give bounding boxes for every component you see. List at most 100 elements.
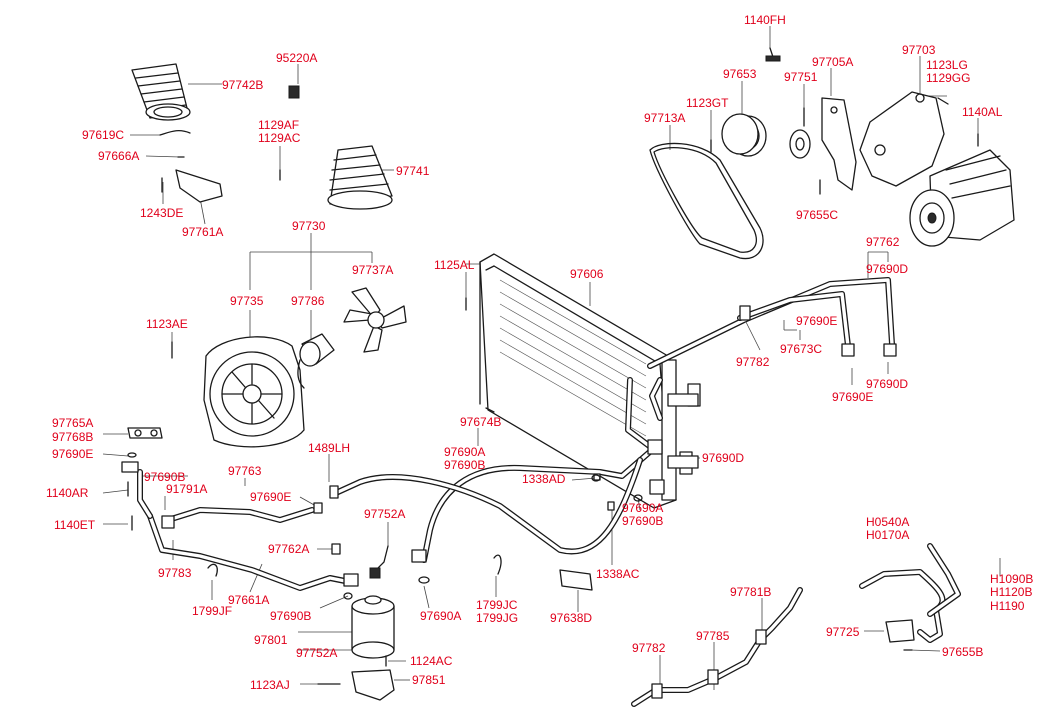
label-97851: 97851	[412, 673, 446, 687]
bracket-97761a	[175, 169, 223, 203]
label-1123lg: 1123LG	[926, 58, 968, 72]
label-97762a: 97762A	[268, 542, 309, 556]
tensioner-97751	[789, 107, 811, 159]
label-97690e-r2: 97690E	[832, 390, 873, 404]
label-h1190: H1190	[990, 599, 1025, 613]
label-97782-b: 97782	[632, 641, 666, 655]
label-1338ac: 1338AC	[596, 567, 640, 581]
label-97713a: 97713A	[644, 111, 685, 125]
label-97690e-l: 97690E	[52, 447, 93, 461]
label-97690b-c: 97690B	[622, 514, 663, 528]
label-97690b-b: 97690B	[270, 609, 311, 623]
label-1799jf: 1799JF	[192, 604, 232, 618]
label-97690d-2: 97690D	[866, 377, 908, 391]
receiver-drier-97801	[351, 595, 395, 659]
fan-shroud-97735	[203, 336, 305, 448]
label-97735: 97735	[230, 294, 264, 308]
fitting-97762a	[331, 543, 341, 555]
label-1140fh: 1140FH	[744, 13, 786, 27]
label-1799jg: 1799JG	[476, 611, 518, 625]
label-97783: 97783	[158, 566, 192, 580]
label-97673c: 97673C	[780, 342, 822, 356]
label-97690a-m: 97690A	[444, 445, 485, 459]
label-1125al: 1125AL	[434, 258, 475, 272]
label-1129ac: 1129AC	[258, 131, 301, 145]
label-97690d-m: 97690D	[702, 451, 744, 465]
label-97674b: 97674B	[460, 415, 501, 429]
label-97781b: 97781B	[730, 585, 771, 599]
label-1489lh: 1489LH	[308, 441, 350, 455]
label-97785: 97785	[696, 629, 730, 643]
label-97751: 97751	[784, 70, 818, 84]
label-1140al: 1140AL	[962, 105, 1003, 119]
label-97690e-l2: 97690E	[250, 490, 291, 504]
seal-97690a	[418, 576, 430, 584]
hose-assembly-h	[859, 543, 961, 651]
label-97638d: 97638D	[550, 611, 592, 625]
label-1123aj: 1123AJ	[250, 678, 290, 692]
label-1129af: 1129AF	[258, 118, 299, 132]
label-97690d-1: 97690D	[866, 262, 908, 276]
label-97730: 97730	[292, 219, 326, 233]
label-1140ar: 1140AR	[46, 486, 89, 500]
label-97655c: 97655C	[796, 208, 838, 222]
label-97690a-b: 97690A	[420, 609, 461, 623]
label-97801: 97801	[254, 633, 288, 647]
pipes	[137, 277, 895, 591]
label-95220a: 95220A	[276, 51, 317, 65]
label-h1090b: H1090B	[990, 572, 1033, 586]
label-97741: 97741	[396, 164, 430, 178]
label-h0170a: H0170A	[866, 528, 909, 542]
bracket-97703	[859, 91, 945, 187]
label-91791a: 91791A	[166, 482, 207, 496]
clamp-1799jc	[493, 554, 502, 575]
seal-97690a-c	[633, 494, 643, 502]
label-1338ad: 1338AD	[522, 472, 566, 486]
label-97690b-m: 97690B	[444, 458, 485, 472]
label-97786: 97786	[291, 294, 325, 308]
label-97690a-c: 97690A	[622, 501, 663, 515]
label-97752a-b: 97752A	[296, 646, 337, 660]
label-97725: 97725	[826, 625, 860, 639]
pipe-97781b	[631, 587, 803, 707]
label-97690e-r: 97690E	[796, 314, 837, 328]
label-97761a: 97761A	[182, 225, 223, 239]
bracket-97705a	[821, 97, 857, 191]
fan-blade-97737a	[343, 287, 407, 353]
boot-97741	[327, 145, 393, 210]
callout-labels: 1140FH 95220A 97742B 97653 97705A 97703 …	[46, 13, 1033, 692]
bracket-97638d	[559, 569, 593, 591]
label-1123ae: 1123AE	[146, 317, 188, 331]
label-97703: 97703	[902, 43, 936, 57]
label-1799jc: 1799JC	[476, 598, 518, 612]
label-97655b: 97655B	[942, 645, 983, 659]
bracket-97851	[351, 669, 395, 701]
label-97782-r: 97782	[736, 355, 770, 369]
switch-97752a	[369, 545, 389, 579]
label-97705a: 97705A	[812, 55, 853, 69]
label-1123gt: 1123GT	[686, 96, 729, 110]
seal-97690e	[127, 452, 137, 458]
seal-1338ad	[591, 474, 601, 482]
pulley-97653	[721, 113, 767, 157]
boot-97742b	[131, 63, 191, 121]
belt-97713a	[649, 142, 764, 260]
wire-97619c	[159, 129, 191, 136]
label-97763: 97763	[228, 464, 262, 478]
label-97653: 97653	[723, 67, 757, 81]
bolt-1140fh	[765, 47, 781, 62]
label-97752a-top: 97752A	[364, 507, 405, 521]
bolt-1123lg	[937, 97, 949, 105]
label-97768b: 97768B	[52, 430, 93, 444]
clip-95220a	[288, 85, 300, 99]
label-97765a: 97765A	[52, 416, 93, 430]
label-97661a: 97661A	[228, 593, 269, 607]
label-1124ac: 1124AC	[410, 654, 453, 668]
couplings	[121, 305, 897, 587]
label-1140et: 1140ET	[54, 518, 96, 532]
label-97606: 97606	[570, 267, 604, 281]
motor-97786	[297, 333, 335, 389]
label-97742b: 97742B	[222, 78, 263, 92]
